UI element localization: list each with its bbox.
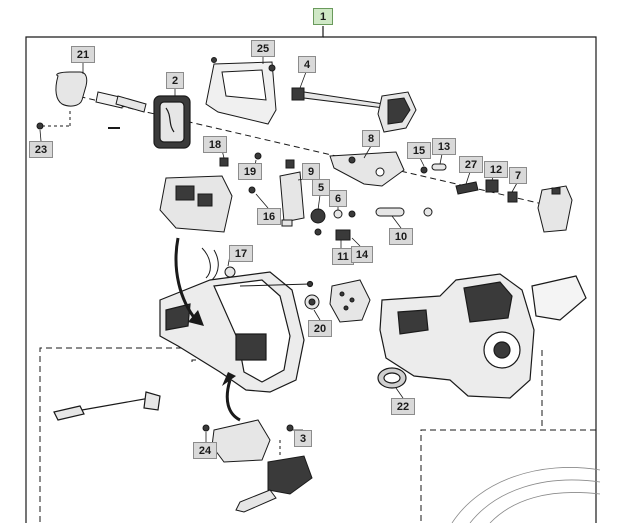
callout-3: 3 bbox=[294, 430, 312, 447]
shift-rod-4 bbox=[291, 87, 417, 133]
sealing-ring-22 bbox=[377, 367, 407, 389]
callout-5: 5 bbox=[312, 179, 330, 196]
callout-23: 23 bbox=[29, 141, 53, 158]
callout-25: 25 bbox=[251, 40, 275, 57]
lever-bracket-8 bbox=[329, 151, 405, 187]
callout-10: 10 bbox=[389, 228, 413, 245]
arrow-heads bbox=[188, 310, 236, 386]
callout-14: 14 bbox=[351, 246, 373, 263]
callout-1: 1 bbox=[313, 8, 333, 25]
callout-2: 2 bbox=[166, 72, 184, 89]
bracket-plate-25 bbox=[205, 57, 277, 125]
hardware-row bbox=[420, 163, 573, 233]
selector-mechanism bbox=[279, 159, 433, 241]
callout-8: 8 bbox=[362, 130, 380, 147]
callout-21: 21 bbox=[71, 46, 95, 63]
assembly-arrows bbox=[174, 237, 241, 422]
callout-27: 27 bbox=[459, 156, 483, 173]
armrest-console bbox=[159, 271, 314, 393]
mounting-plate-20 bbox=[304, 279, 371, 323]
assembly-frame bbox=[25, 26, 597, 523]
shifter-housing bbox=[159, 152, 262, 281]
callout-22: 22 bbox=[391, 398, 415, 415]
callout-17: 17 bbox=[229, 245, 253, 262]
right-console bbox=[379, 273, 587, 399]
shift-knob-21 bbox=[36, 71, 147, 130]
callout-24: 24 bbox=[193, 442, 217, 459]
callout-20: 20 bbox=[308, 320, 332, 337]
callout-16: 16 bbox=[257, 208, 281, 225]
callout-19: 19 bbox=[238, 163, 262, 180]
callout-4: 4 bbox=[298, 56, 316, 73]
callout-13: 13 bbox=[432, 138, 456, 155]
callout-6: 6 bbox=[329, 190, 347, 207]
shift-boot-2 bbox=[153, 95, 191, 149]
callout-15: 15 bbox=[407, 142, 431, 159]
linkage-rod bbox=[53, 391, 161, 421]
switch-assembly bbox=[202, 419, 313, 513]
callout-7: 7 bbox=[509, 167, 527, 184]
callout-12: 12 bbox=[484, 161, 508, 178]
callout-9: 9 bbox=[302, 163, 320, 180]
background-cab-sketch bbox=[451, 467, 601, 523]
callout-18: 18 bbox=[203, 136, 227, 153]
